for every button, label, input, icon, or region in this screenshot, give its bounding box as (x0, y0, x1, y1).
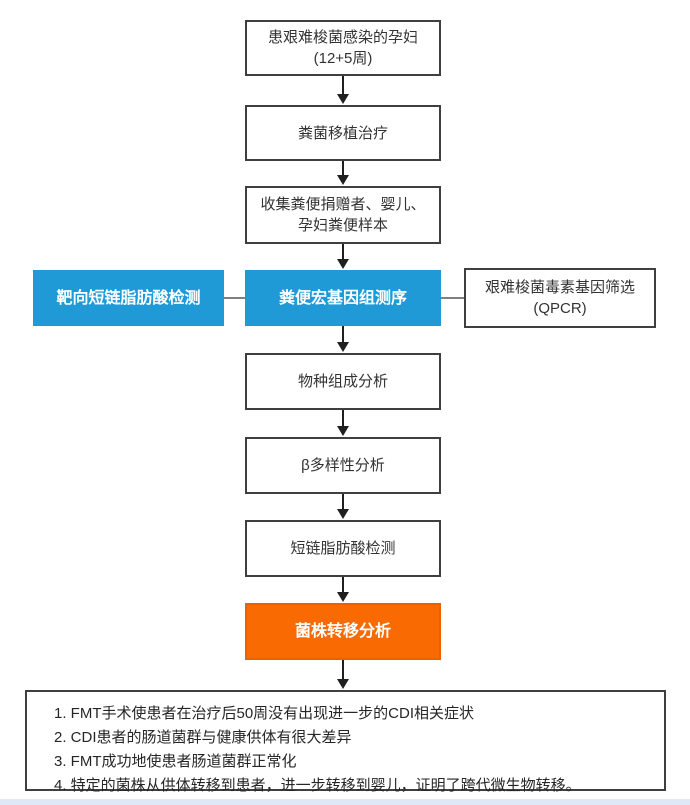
node-label: 艰难梭菌毒素基因筛选 (484, 279, 635, 296)
connector-right (441, 297, 464, 299)
arrow-shaft (342, 326, 344, 343)
node-label: 靶向短链脂肪酸检测 (56, 289, 201, 307)
arrow-shaft (342, 410, 344, 427)
arrow-down-7 (337, 577, 349, 602)
node-label: 孕妇粪便样本 (297, 217, 388, 234)
node-label: 物种组成分析 (297, 373, 388, 390)
node-fecal-metagenome-sequencing: 粪便宏基因组测序 (245, 270, 441, 326)
node-beta-diversity-analysis: β多样性分析 (245, 437, 441, 494)
page-bottom-strip (0, 799, 690, 805)
arrow-down-8 (337, 660, 349, 689)
node-collect-samples: 收集粪便捐赠者、婴儿、 孕妇粪便样本 (245, 186, 441, 244)
node-label: (12+5周) (313, 50, 373, 67)
conclusion-item-1: 1. FMT手术使患者在治疗后50周没有出现进一步的CDI相关症状 (54, 705, 475, 722)
arrow-shaft (342, 244, 344, 260)
arrow-head-icon (337, 679, 349, 689)
node-label: 粪便宏基因组测序 (278, 289, 407, 307)
arrow-shaft (342, 660, 344, 680)
node-label: 短链脂肪酸检测 (290, 540, 396, 557)
node-label: β多样性分析 (301, 457, 385, 474)
node-label: (QPCR) (533, 300, 587, 317)
arrow-shaft (342, 76, 344, 95)
node-fmt-treatment: 粪菌移植治疗 (245, 105, 441, 161)
connector-left (224, 297, 245, 299)
arrow-shaft (342, 494, 344, 510)
arrow-shaft (342, 577, 344, 593)
node-targeted-scfa-detection: 靶向短链脂肪酸检测 (33, 270, 224, 326)
conclusion-item-2: 2. CDI患者的肠道菌群与健康供体有很大差异 (54, 729, 352, 746)
conclusion-item-3: 3. FMT成功地使患者肠道菌群正常化 (54, 753, 297, 770)
arrow-down-6 (337, 494, 349, 519)
node-species-composition-analysis: 物种组成分析 (245, 353, 441, 410)
node-label: 患艰难梭菌感染的孕妇 (267, 29, 418, 46)
arrow-head-icon (337, 426, 349, 436)
arrow-head-icon (337, 509, 349, 519)
arrow-down-5 (337, 410, 349, 436)
arrow-down-1 (337, 76, 349, 104)
node-conclusions: 1. FMT手术使患者在治疗后50周没有出现进一步的CDI相关症状 2. CDI… (25, 690, 666, 794)
arrow-down-4 (337, 326, 349, 352)
arrow-head-icon (337, 592, 349, 602)
node-patient-cdi-pregnant: 患艰难梭菌感染的孕妇 (12+5周) (245, 20, 441, 76)
arrow-head-icon (337, 94, 349, 104)
node-label: 粪菌移植治疗 (297, 124, 388, 142)
arrow-down-3 (337, 244, 349, 269)
arrow-down-2 (337, 161, 349, 185)
node-scfa-detection: 短链脂肪酸检测 (245, 520, 441, 577)
node-label: 菌株转移分析 (294, 623, 391, 640)
node-strain-transfer-analysis: 菌株转移分析 (245, 603, 441, 660)
conclusion-item-4: 4. 特定的菌株从供体转移到患者，进一步转移到婴儿，证明了跨代微生物转移。 (54, 777, 581, 794)
arrow-head-icon (337, 175, 349, 185)
arrow-shaft (342, 161, 344, 176)
node-cdiff-toxin-qpcr: 艰难梭菌毒素基因筛选 (QPCR) (464, 268, 656, 328)
node-label: 收集粪便捐赠者、婴儿、 (260, 196, 426, 213)
arrow-head-icon (337, 259, 349, 269)
arrow-head-icon (337, 342, 349, 352)
